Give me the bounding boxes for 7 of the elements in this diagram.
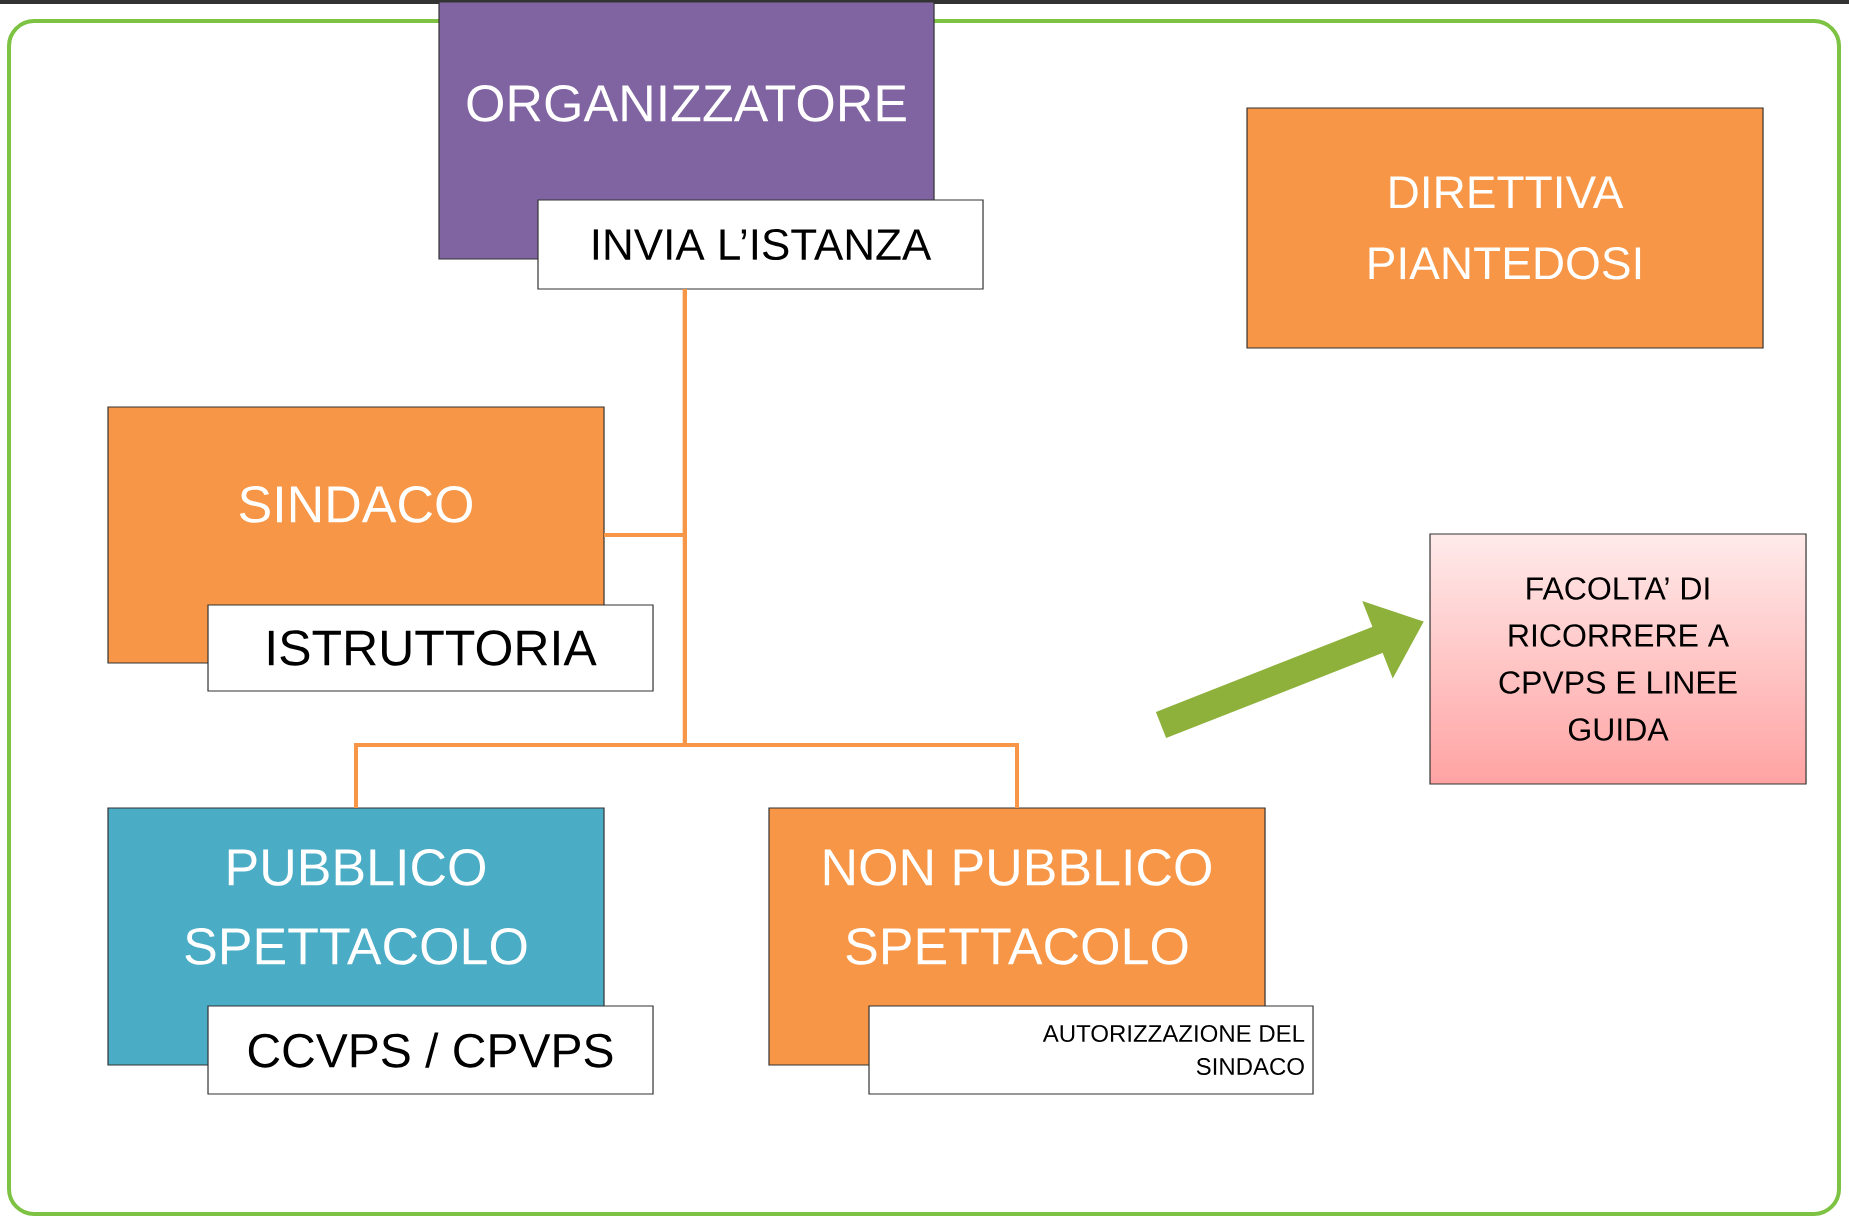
connector-line (682, 289, 1019, 808)
process-box: DIRETTIVA PIANTEDOSI (1246, 107, 1764, 349)
label-box: AUTORIZZAZIONE DEL SINDACO (868, 1005, 1314, 1095)
label-box: ISTRUTTORIA (207, 604, 654, 692)
label-box: CCVPS / CPVPS (207, 1005, 654, 1095)
label-box: INVIA L’ISTANZA (537, 199, 984, 290)
note-box: FACOLTA’ DI RICORRERE A CPVPS E LINEE GUIDA (1429, 533, 1807, 785)
